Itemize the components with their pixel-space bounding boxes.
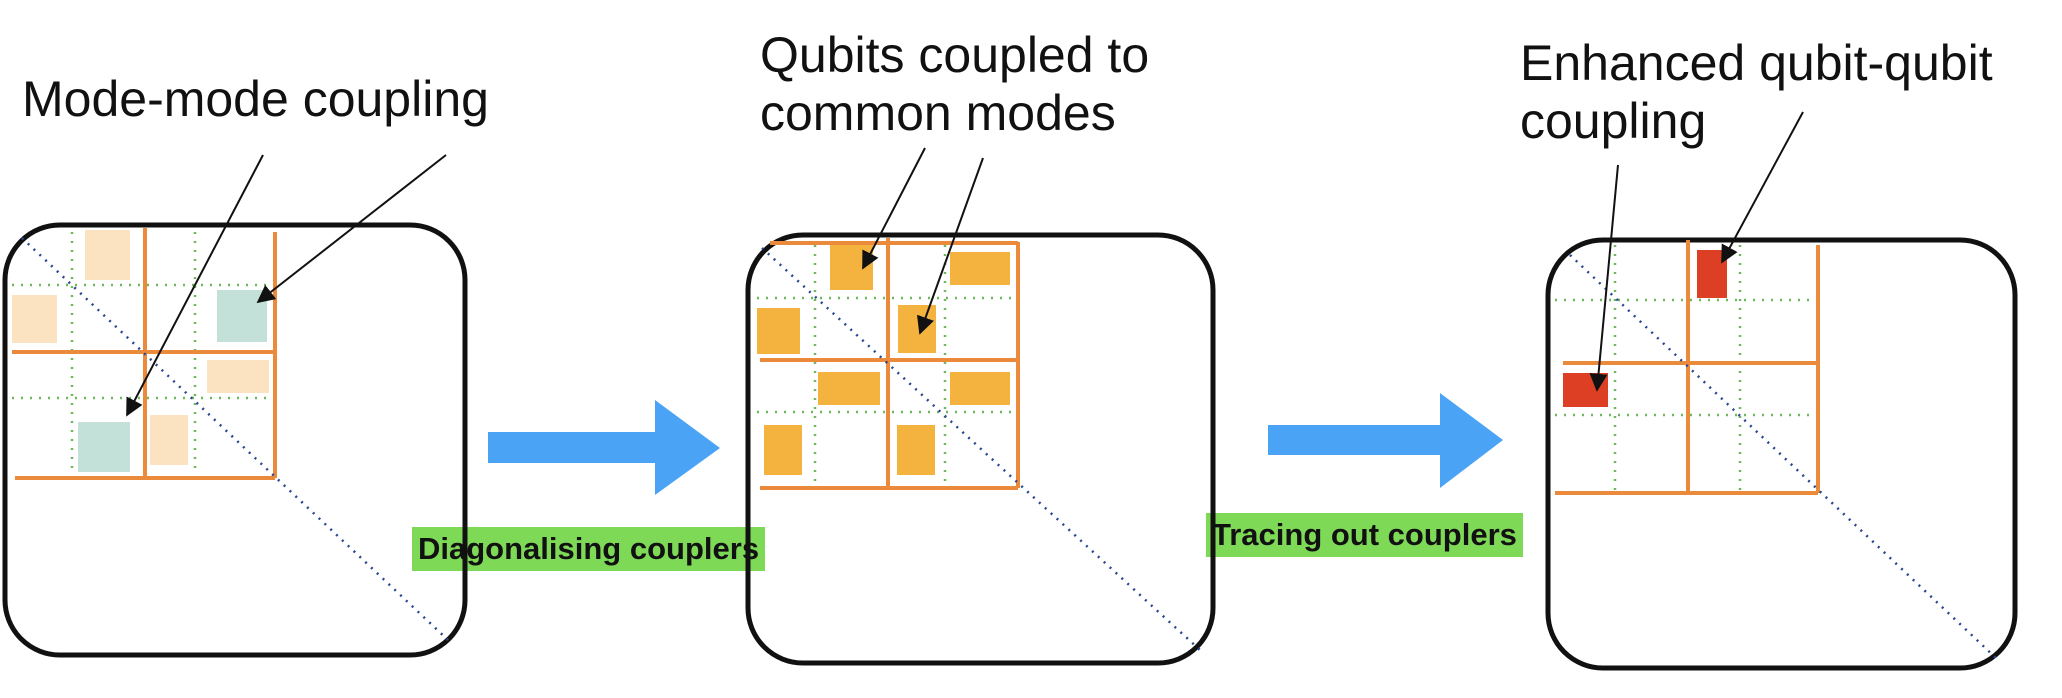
diagonal-line	[1569, 254, 1999, 661]
coupling-cell	[897, 425, 935, 475]
diagonal-line	[21, 237, 449, 641]
coupling-cell	[950, 252, 1010, 285]
coupling-cell	[757, 308, 800, 354]
coupling-cell	[150, 415, 188, 465]
caption-qubits-coupled: Qubits coupled to common modes	[760, 26, 1149, 142]
panel-2-matrix	[745, 232, 1216, 666]
coupling-cell	[1563, 373, 1608, 407]
coupling-cell	[1697, 250, 1727, 298]
caption-line: Enhanced qubit-qubit	[1520, 35, 1993, 91]
caption-enhanced-coupling: Enhanced qubit-qubit coupling	[1520, 34, 1993, 150]
coupling-cell	[85, 230, 130, 280]
grid-dots	[757, 245, 1020, 485]
panel-3-matrix	[1545, 237, 2018, 671]
step-label-tracing-out: Tracing out couplers	[1206, 513, 1523, 557]
step-label-diagonalising: Diagonalising couplers	[412, 527, 766, 571]
panel-3-pointers	[1589, 111, 1804, 392]
caption-line: coupling	[1520, 93, 1707, 149]
caption-mode-mode-coupling: Mode-mode coupling	[22, 71, 489, 127]
panel-1-matrix	[2, 222, 468, 658]
block-dividers	[1555, 240, 1820, 495]
caption-line: common modes	[760, 85, 1116, 141]
coupling-cell	[818, 372, 880, 405]
block-dividers	[760, 238, 1020, 490]
coupling-cell	[830, 242, 873, 290]
matrix-frame	[1545, 237, 2018, 671]
panel-1-pointers	[126, 154, 447, 417]
coupling-cell	[207, 360, 269, 393]
diagonal-line	[761, 247, 1201, 651]
matrix-frame	[745, 232, 1216, 666]
transition-arrow-1	[488, 400, 720, 495]
coupling-cell	[898, 305, 936, 353]
coupling-cell	[78, 422, 130, 472]
coupling-cell	[217, 290, 267, 342]
panel-2-pointers	[862, 147, 984, 335]
coupling-cell	[12, 295, 57, 343]
transition-arrow-2	[1268, 393, 1503, 488]
coupling-cell	[950, 372, 1010, 405]
matrix-frame	[2, 222, 468, 658]
coupling-cell	[764, 425, 802, 475]
caption-line: Qubits coupled to	[760, 27, 1150, 83]
grid-dots	[1555, 245, 1818, 495]
